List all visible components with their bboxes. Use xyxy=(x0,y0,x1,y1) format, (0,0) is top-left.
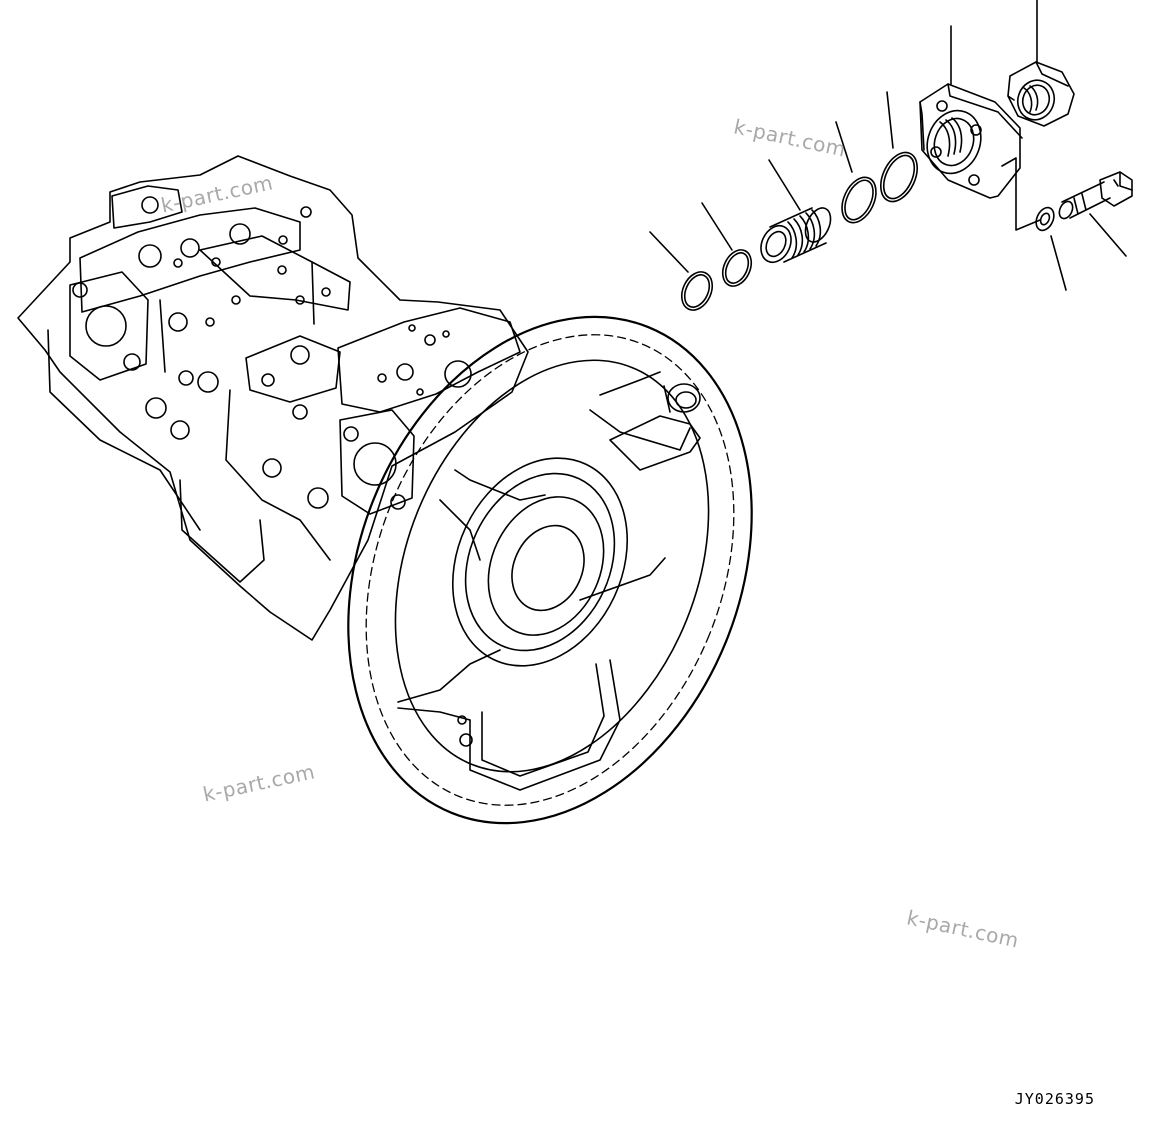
assembly-bracket-line xyxy=(1001,157,1041,231)
drawing-code-label: JY026395 xyxy=(1014,1090,1095,1108)
threaded-sleeve xyxy=(760,159,832,264)
leader-line-threaded-sleeve xyxy=(768,159,801,211)
o-ring-1 xyxy=(649,231,714,311)
o-ring-3 xyxy=(835,121,877,224)
leader-line-o-ring-3 xyxy=(835,121,853,173)
plug-nut xyxy=(1007,0,1075,127)
leader-line-o-ring-4 xyxy=(886,91,894,149)
o-ring-2 xyxy=(701,202,753,287)
leader-line-o-ring-1 xyxy=(649,231,689,273)
hydraulic-pump-body xyxy=(17,155,529,641)
leader-line-socket-bolt xyxy=(1089,213,1127,257)
o-ring-4 xyxy=(880,91,918,203)
exploded-parts xyxy=(649,0,1133,311)
washer xyxy=(1035,206,1067,291)
leader-line-washer xyxy=(1050,235,1067,291)
pump-mounting-flange xyxy=(347,315,753,825)
flange-block xyxy=(919,25,1023,199)
leader-line-o-ring-2 xyxy=(701,202,733,251)
socket-bolt xyxy=(1058,171,1133,257)
